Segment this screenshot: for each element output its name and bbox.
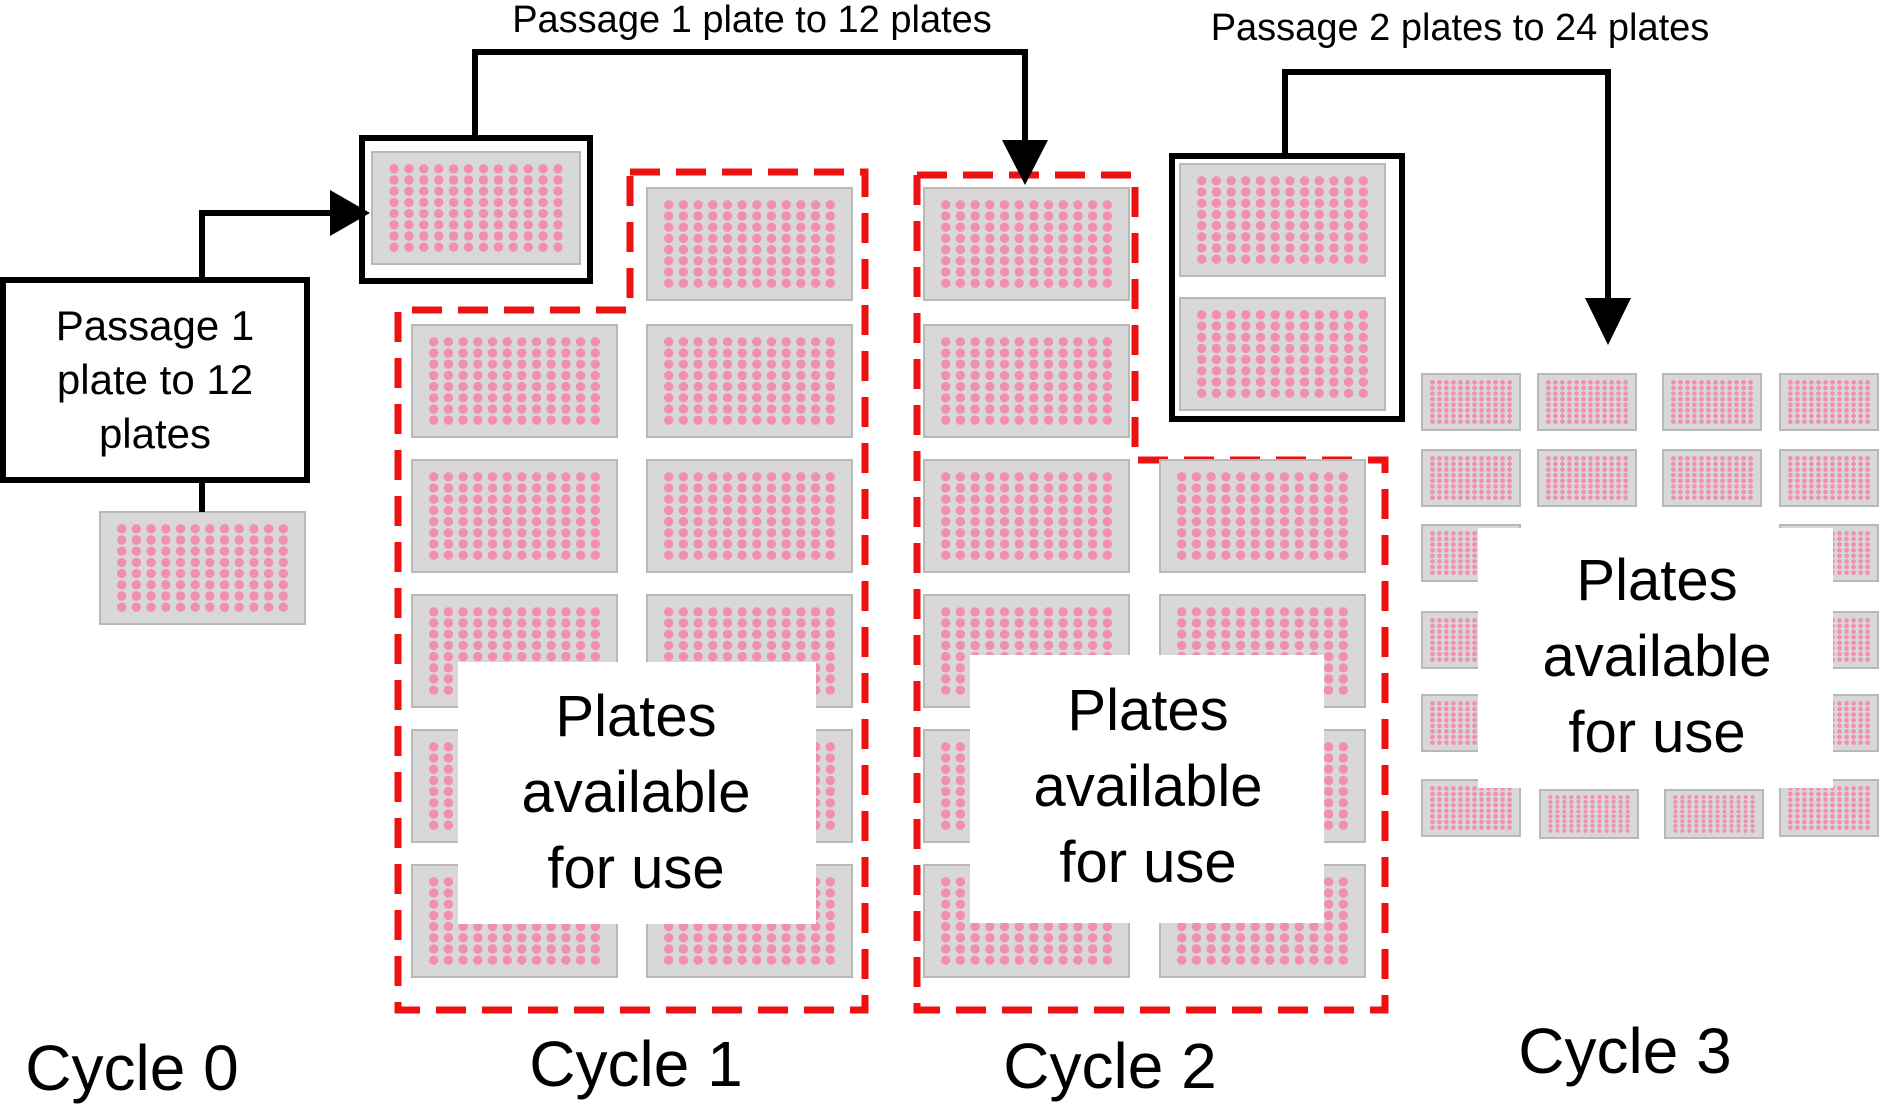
passage-box-line3: plates bbox=[99, 410, 211, 457]
cycle3-plate bbox=[1663, 374, 1761, 430]
cycle3-available-line1: Plates bbox=[1576, 548, 1737, 613]
passage2-top-label: Passage 2 plates to 24 plates bbox=[1211, 7, 1710, 49]
cycle3-plate bbox=[1422, 450, 1520, 506]
cycle0-plate bbox=[100, 512, 305, 624]
cycle1-plate bbox=[412, 460, 617, 572]
cycle3-plate bbox=[1422, 374, 1520, 430]
cycle2-available-line1: Plates bbox=[1067, 678, 1228, 743]
cycle2-plate bbox=[1160, 460, 1365, 572]
cycle3-plate bbox=[1540, 790, 1638, 838]
cycle1-available-line2: available bbox=[522, 760, 751, 825]
cycle3-plate bbox=[1780, 450, 1878, 506]
cycle3-plate bbox=[1665, 790, 1763, 838]
arrow-passage1 bbox=[475, 52, 1025, 140]
cycle1-available-line3: for use bbox=[547, 836, 724, 901]
passage2-source-plate bbox=[1180, 164, 1385, 276]
cycle3-plate bbox=[1663, 450, 1761, 506]
passage1-source-plate bbox=[372, 152, 580, 264]
cycle2-plate bbox=[924, 188, 1129, 300]
cycle1-plate bbox=[647, 188, 852, 300]
arrow-down-icon bbox=[1002, 140, 1048, 185]
cycle1-plate bbox=[647, 460, 852, 572]
cycle3-plate bbox=[1780, 780, 1878, 836]
cycle1-plate bbox=[412, 325, 617, 437]
cycle3-plate bbox=[1780, 374, 1878, 430]
cycle3-plate bbox=[1538, 374, 1636, 430]
cycle3-available-line3: for use bbox=[1568, 700, 1745, 765]
passage2-source-plate bbox=[1180, 298, 1385, 410]
cycle1-plate bbox=[647, 325, 852, 437]
cycle3-label: Cycle 3 bbox=[1518, 1015, 1731, 1087]
cycle3-plate bbox=[1538, 450, 1636, 506]
cycle2-available-line3: for use bbox=[1059, 830, 1236, 895]
cycle2-available-line2: available bbox=[1034, 754, 1263, 819]
arrow-cycle0-to-plate bbox=[202, 213, 330, 280]
passage-box-line1: Passage 1 bbox=[56, 302, 254, 349]
cycle3-available-line2: available bbox=[1543, 624, 1772, 689]
cycle2-plate bbox=[924, 460, 1129, 572]
arrow-down-icon bbox=[1585, 298, 1631, 345]
cycle2-plate bbox=[924, 325, 1129, 437]
passage1-top-label: Passage 1 plate to 12 plates bbox=[512, 0, 992, 41]
cycle1-label: Cycle 1 bbox=[529, 1028, 742, 1100]
passage-box-line2: plate to 12 bbox=[57, 356, 253, 403]
cycle1-available-line1: Plates bbox=[555, 684, 716, 749]
cycle0-label: Cycle 0 bbox=[25, 1032, 238, 1104]
cycle2-label: Cycle 2 bbox=[1003, 1030, 1216, 1102]
cycle3-plate bbox=[1422, 780, 1520, 836]
